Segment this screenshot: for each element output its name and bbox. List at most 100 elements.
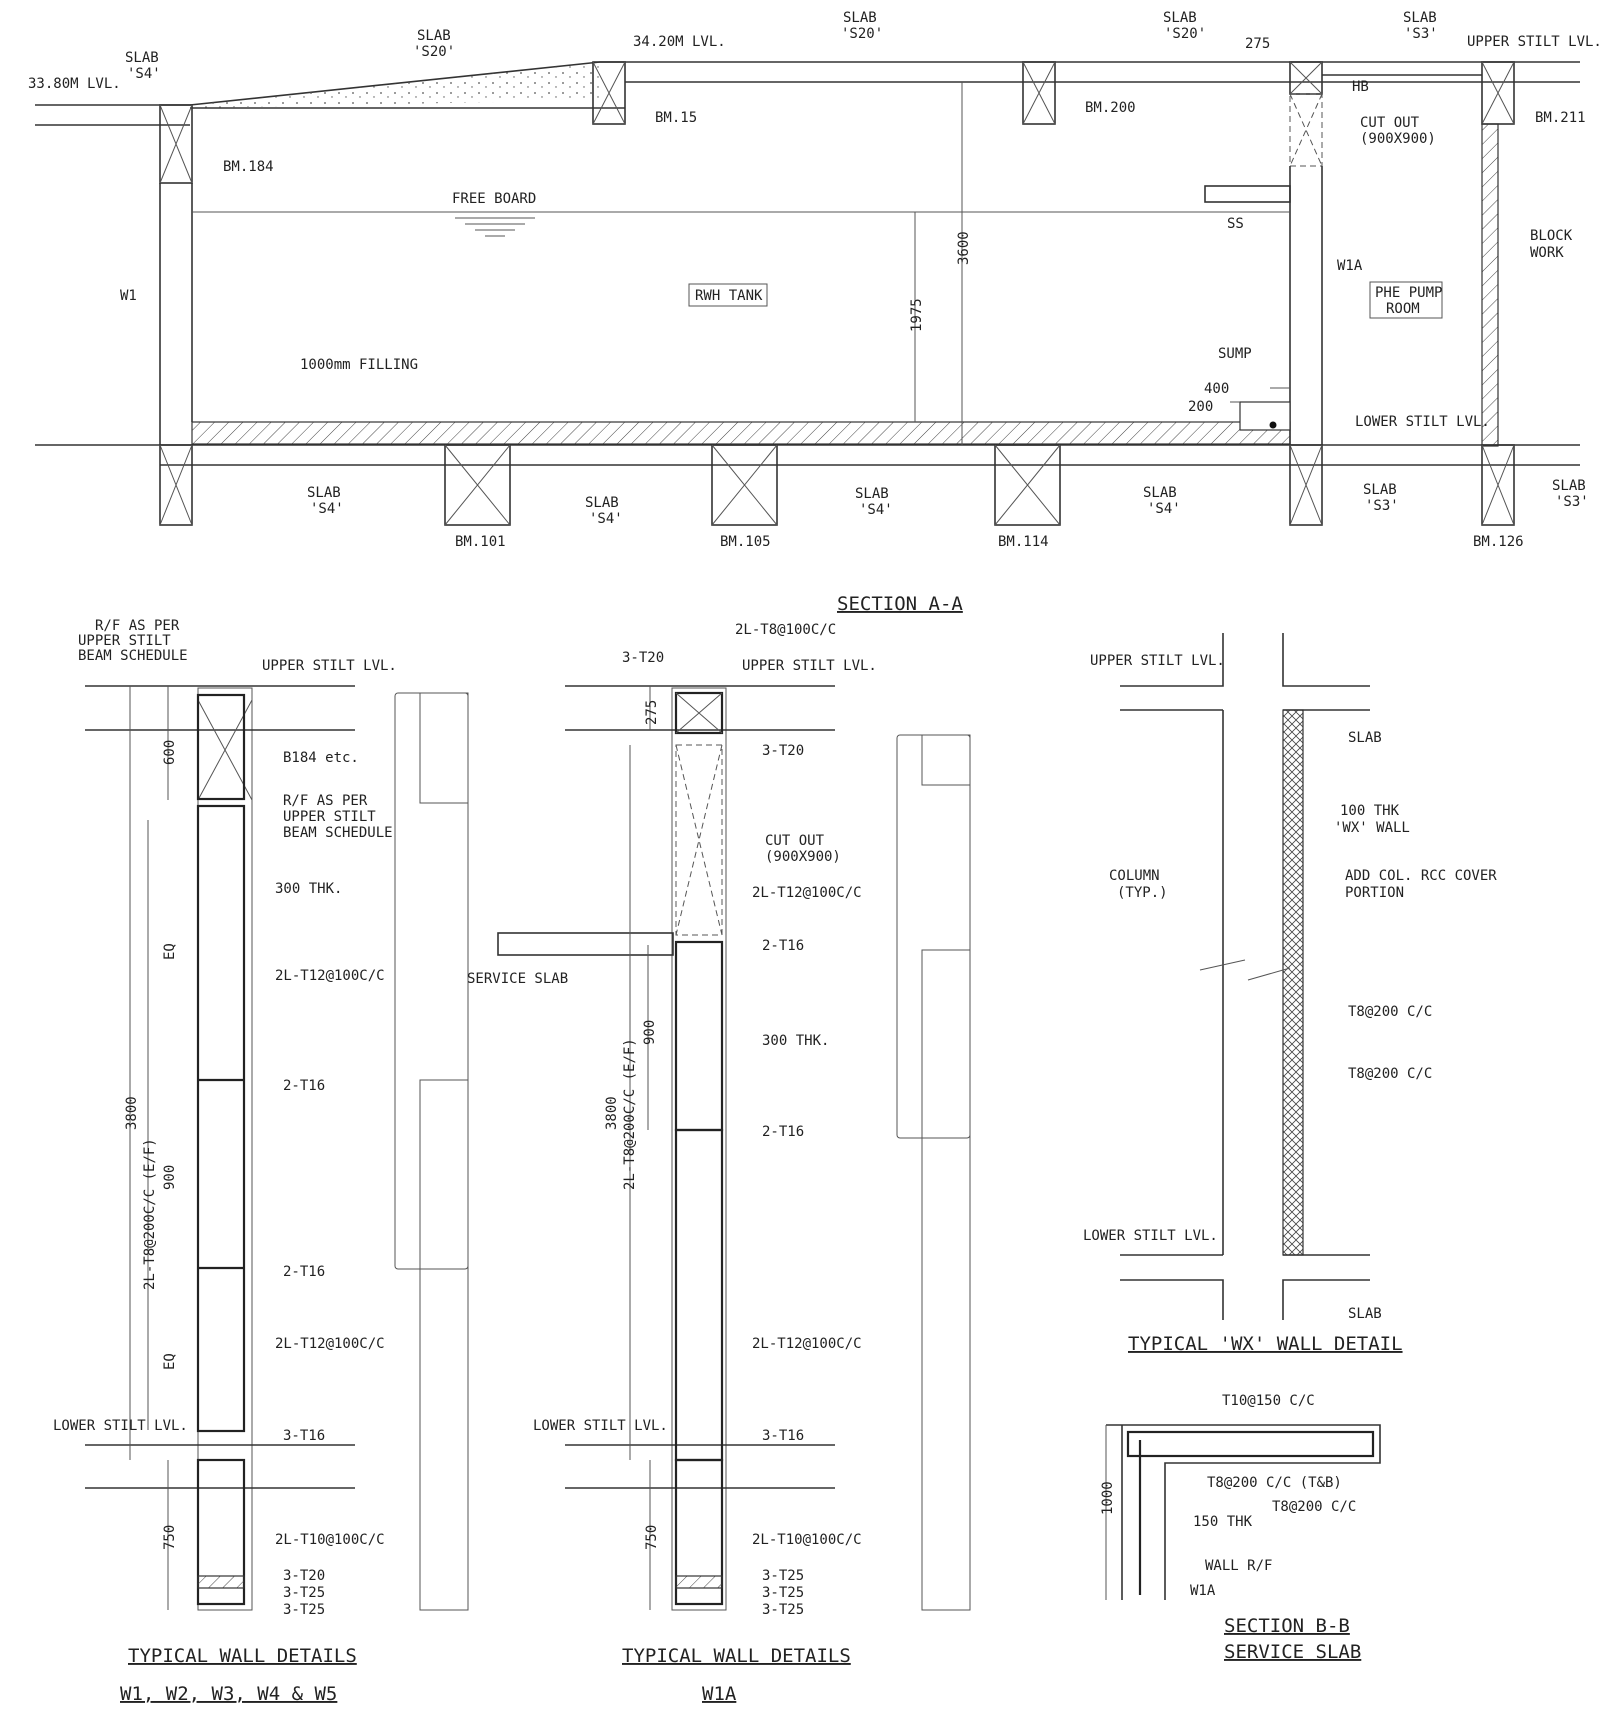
beam-label: BM.15	[655, 110, 697, 126]
hb-label: HB	[1352, 79, 1369, 95]
level-lower-stilt: LOWER STILT LVL.	[1355, 414, 1490, 430]
section-b-subtitle: SERVICE SLAB	[1224, 1641, 1361, 1663]
cover-label: PORTION	[1345, 885, 1404, 901]
dimension: 900	[162, 1165, 178, 1190]
rebar-label: 3-T16	[762, 1428, 804, 1444]
slab-mark: 'S4'	[589, 511, 623, 527]
dimension: 2L-T8@200C/C (E/F)	[622, 1038, 638, 1190]
slab-label: SLAB	[843, 10, 877, 26]
beam-label: BM.126	[1473, 534, 1524, 550]
rebar-label: 2L-T10@100C/C	[275, 1532, 385, 1548]
phe-room-label: ROOM	[1386, 301, 1420, 317]
beam-184	[159, 104, 193, 184]
wx-wall-hatch	[1282, 709, 1304, 1256]
slab-label: SLAB	[1363, 482, 1397, 498]
rwh-tank-label: RWH TANK	[695, 288, 763, 304]
level-34-20: 34.20M LVL.	[633, 34, 726, 50]
note: BEAM SCHEDULE	[283, 825, 393, 841]
cut-out-label: CUT OUT	[765, 833, 825, 849]
cut-out-label: (900X900)	[1360, 131, 1436, 147]
rebar-label: T8@200 C/C	[1348, 1004, 1432, 1020]
slab-mark: 'S20'	[841, 26, 883, 42]
rebar-label: 3-T25	[762, 1568, 804, 1584]
wall-w1a-label: W1A	[1337, 258, 1363, 274]
note: BEAM SCHEDULE	[78, 648, 188, 664]
slab-label: SLAB	[1143, 485, 1177, 501]
slab-label: SLAB	[585, 495, 619, 511]
dimension: 750	[644, 1525, 660, 1550]
beam-15	[592, 61, 626, 125]
rebar-label: T8@200 C/C	[1348, 1066, 1432, 1082]
thickness-label: 300 THK.	[275, 881, 342, 897]
rebar-label: 2L-T12@100C/C	[752, 885, 862, 901]
slab-label: SLAB	[1348, 730, 1382, 746]
block-work-label: WORK	[1530, 245, 1564, 261]
column-label: COLUMN	[1109, 868, 1160, 884]
note: B184 etc.	[283, 750, 359, 766]
rebar-label: 2L-T8@100C/C	[735, 622, 836, 638]
wall-label: 'WX' WALL	[1334, 820, 1410, 836]
note: UPPER STILT	[283, 809, 376, 825]
cover-label: ADD COL. RCC COVER	[1345, 868, 1497, 884]
dimension: 750	[162, 1525, 178, 1550]
level-lower-stilt: LOWER STILT LVL.	[1083, 1228, 1218, 1244]
wall-w1-detail: R/F AS PER UPPER STILT BEAM SCHEDULE UPP…	[53, 618, 469, 1705]
rebar-label: 3-T20	[283, 1568, 325, 1584]
sump-label: SUMP	[1218, 346, 1252, 362]
level-upper-stilt: UPPER STILT LVL.	[742, 658, 877, 674]
beam-label: BM.101	[455, 534, 506, 550]
slab-mark: 'S3'	[1555, 494, 1589, 510]
w1a-label: W1A	[1190, 1583, 1216, 1599]
rebar-label: 2L-T12@100C/C	[275, 1336, 385, 1352]
rebar-label: 2-T16	[283, 1264, 325, 1280]
dimension: 3800	[604, 1096, 620, 1130]
filling-label: 1000mm FILLING	[300, 357, 418, 373]
thickness-label: 150 THK	[1193, 1514, 1253, 1530]
beam-label: BM.184	[223, 159, 274, 175]
rebar-label: 3-T25	[762, 1585, 804, 1601]
dimension: 3800	[124, 1096, 140, 1130]
level-lower-stilt: LOWER STILT LVL.	[533, 1418, 668, 1434]
slab-mark: 'S4'	[1147, 501, 1181, 517]
thickness-label: 300 THK.	[762, 1033, 829, 1049]
slab-label: SLAB	[417, 28, 451, 44]
dimension: EQ	[162, 943, 178, 960]
level-33-80: 33.80M LVL.	[28, 76, 121, 92]
rebar-label: 2L-T12@100C/C	[275, 968, 385, 984]
slab-label: SLAB	[855, 486, 889, 502]
rebar-label: 3-T16	[283, 1428, 325, 1444]
wx-title: TYPICAL 'WX' WALL DETAIL	[1128, 1333, 1403, 1355]
dimension: 1000	[1100, 1481, 1116, 1515]
beam-label: BM.114	[998, 534, 1049, 550]
level-upper-stilt: UPPER STILT LVL.	[262, 658, 397, 674]
w1a-subtitle: W1A	[702, 1683, 737, 1705]
cut-out-label: CUT OUT	[1360, 115, 1420, 131]
rebar-label: 2-T16	[762, 1124, 804, 1140]
rebar-label: 3-T25	[762, 1602, 804, 1618]
rebar-label: 3-T20	[622, 650, 664, 666]
rebar-label: 3-T25	[283, 1602, 325, 1618]
dimension: 2L-T8@200C/C (E/F)	[142, 1138, 158, 1290]
filling-layer	[191, 421, 1291, 445]
dimension: 400	[1204, 381, 1229, 397]
ss-label: SS	[1227, 216, 1244, 232]
rebar-label: 2-T16	[762, 938, 804, 954]
wall-label: 100 THK	[1340, 803, 1400, 819]
rebar-label: 2-T16	[283, 1078, 325, 1094]
slab-mark: 'S4'	[310, 501, 344, 517]
section-a-a: 33.80M LVL. 34.20M LVL. UPPER STILT LVL.…	[28, 10, 1600, 615]
section-b-title: SECTION B-B	[1224, 1615, 1350, 1637]
slab-label: SLAB	[1163, 10, 1197, 26]
note: R/F AS PER	[283, 793, 368, 809]
rebar-label: 3-T25	[283, 1585, 325, 1601]
dimension: 3600	[956, 231, 972, 265]
slab-label: SLAB	[1348, 1306, 1382, 1322]
dimension: 600	[162, 740, 178, 765]
level-upper-stilt: UPPER STILT LVL.	[1467, 34, 1600, 50]
rebar-label: T10@150 C/C	[1222, 1393, 1315, 1409]
slab-mark: 'S20'	[1164, 26, 1206, 42]
phe-room-label: PHE PUMP	[1375, 285, 1442, 301]
level-upper-stilt: UPPER STILT LVL.	[1090, 653, 1225, 669]
beam-label: BM.105	[720, 534, 771, 550]
